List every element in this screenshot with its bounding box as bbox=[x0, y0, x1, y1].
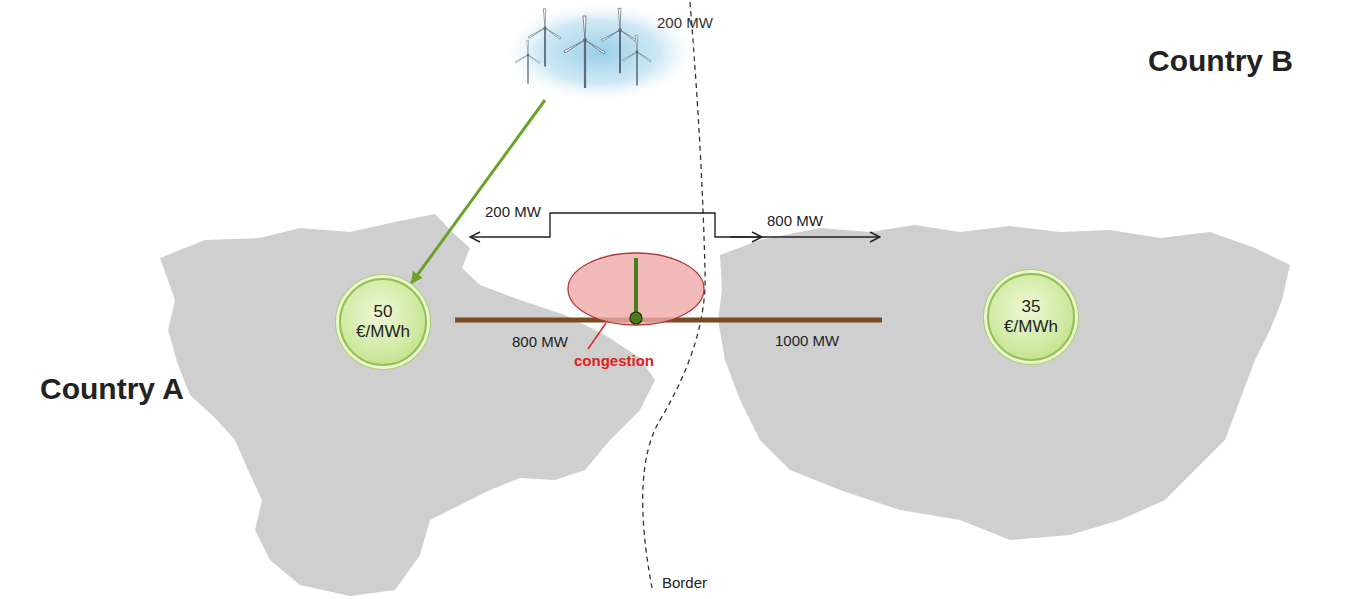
flow-label: 800 MW bbox=[767, 212, 823, 229]
wind-farm: 200 MW bbox=[505, 0, 710, 100]
capacity-label: 200 MW bbox=[657, 14, 713, 31]
price-circle: 35 €/MWh bbox=[987, 273, 1075, 361]
price-circle: 50 €/MWh bbox=[339, 278, 427, 366]
border-label: Border bbox=[662, 574, 707, 591]
flow-label: 800 MW bbox=[512, 333, 568, 350]
supply-arrow bbox=[411, 100, 545, 283]
congestion-label: congestion bbox=[574, 352, 654, 369]
flow-arrow bbox=[730, 236, 762, 237]
country-name: Country B bbox=[1148, 44, 1293, 79]
flow-label: 200 MW bbox=[485, 203, 541, 220]
congestion-ellipse bbox=[568, 253, 704, 325]
connection-stick bbox=[634, 258, 638, 316]
country-name: Country A bbox=[40, 372, 184, 407]
country-b-map bbox=[718, 225, 1290, 540]
flow-label: 1000 MW bbox=[775, 332, 839, 349]
price-label: 35 €/MWh bbox=[1000, 297, 1062, 338]
connection-point bbox=[630, 312, 642, 324]
price-label: 50 €/MWh bbox=[352, 302, 414, 343]
leader-line bbox=[588, 323, 606, 349]
